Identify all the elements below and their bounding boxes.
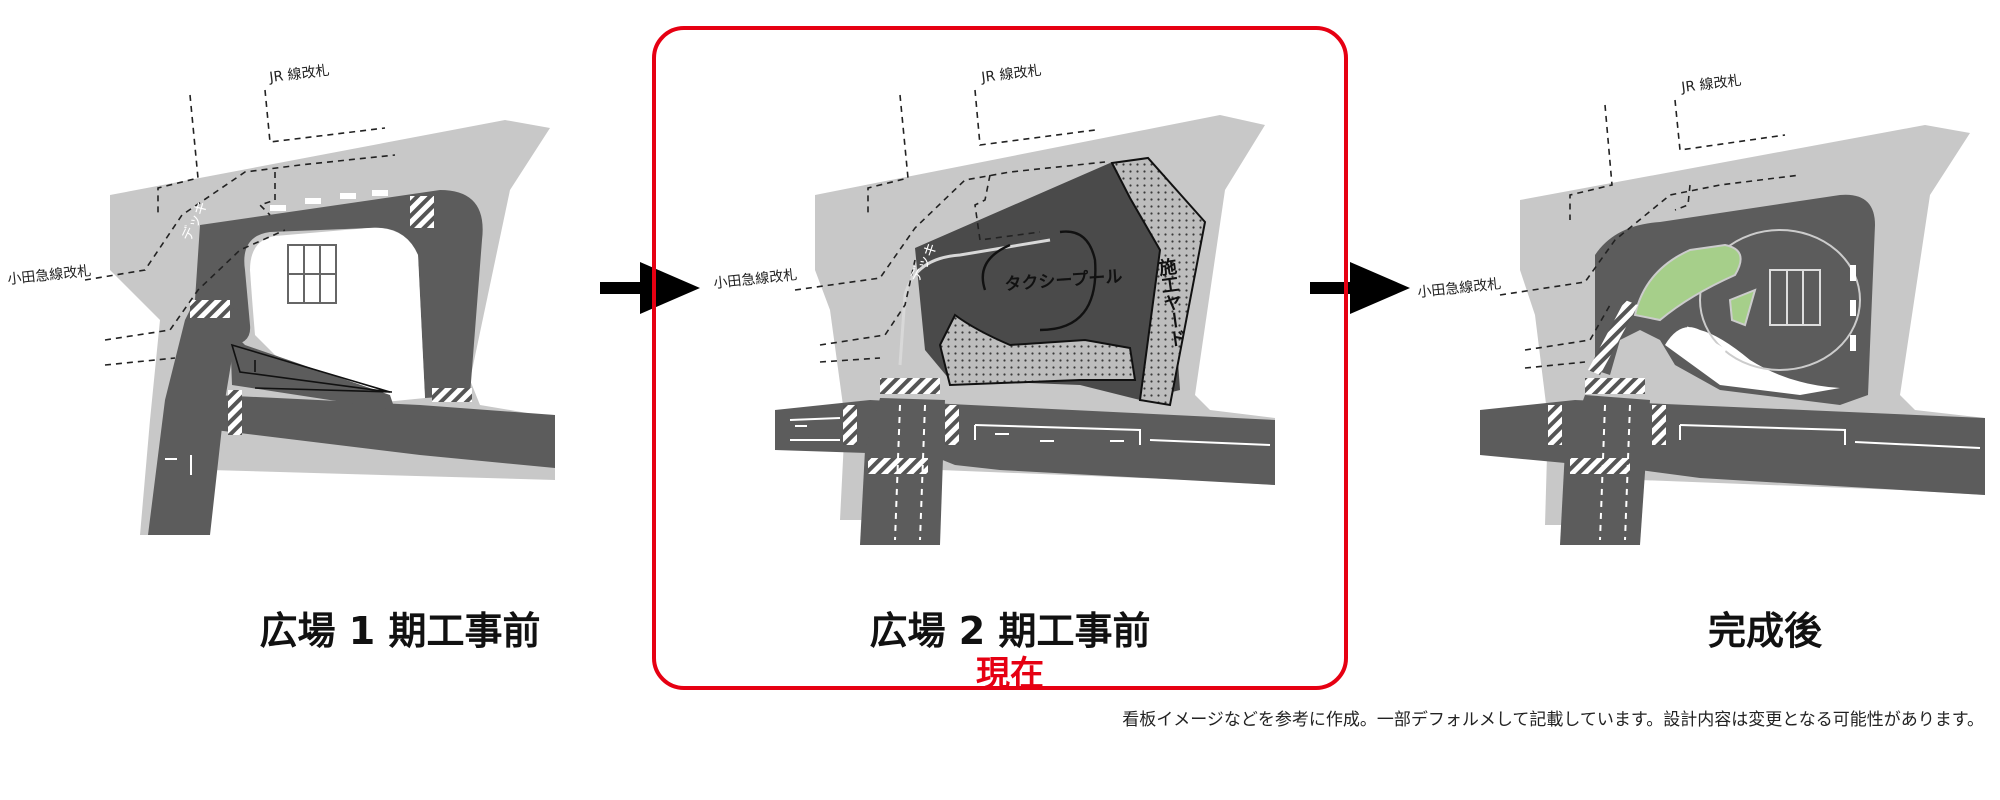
panel-caption-phase1: 広場 1 期工事前: [259, 609, 541, 653]
panel-caption-completed: 完成後: [1707, 609, 1822, 653]
deck-outline: [84, 89, 396, 366]
current-phase-highlight: [652, 26, 1348, 690]
panel-completed: JR 線改札 小田急線改札: [1417, 73, 1985, 545]
ramp: [230, 330, 395, 410]
crosswalks: [1548, 378, 1666, 474]
parking-grid: [1769, 269, 1821, 326]
crosswalks: [843, 378, 959, 474]
crosswalks: [190, 196, 472, 435]
lane-markings: [1599, 404, 1981, 541]
road-vertical: [148, 300, 240, 535]
panel-before-phase1: JR 線改札 小田急線改札 デッキ: [7, 63, 555, 535]
pedestrian-ramp: [1588, 300, 1638, 375]
current-status-label: 現在: [976, 654, 1044, 694]
green-island: [1633, 243, 1742, 322]
kiosk: [258, 256, 287, 298]
ramp-edge: [230, 343, 391, 393]
road-horizontal: [215, 395, 555, 468]
deck-outline: [794, 89, 1106, 363]
roundabout-ring: [1699, 229, 1861, 371]
disclaimer-note: 看板イメージなどを参考に作成。一部デフォルメして記載しています。設計内容は変更と…: [1122, 710, 1984, 730]
green-island-small: [1728, 288, 1757, 327]
lane-line: [254, 360, 393, 393]
odakyu-gate-label: 小田急線改札: [7, 263, 92, 288]
lane-markings: [789, 404, 1271, 541]
lane-arrows: [795, 425, 1124, 442]
pool-road-edge: [898, 238, 1051, 366]
road-markings: [165, 190, 388, 475]
arrow-right-icon: [1310, 262, 1410, 314]
jr-gate-label: JR 線改札: [268, 63, 331, 86]
plaza-island: [1665, 327, 1840, 395]
panel-caption-phase2: 広場 2 期工事前: [869, 609, 1151, 653]
construction-yard: [1110, 156, 1207, 407]
jr-gate-label: JR 線改札: [1680, 73, 1743, 96]
construction-yard-lower: [938, 313, 1137, 387]
odakyu-gate-label: 小田急線改札: [1417, 276, 1502, 301]
bus-loop-road: [195, 190, 483, 398]
parking-grid: [287, 244, 337, 304]
deck-outline: [1499, 99, 1801, 369]
road-markings: [1684, 265, 1856, 355]
jr-gate-label: JR 線改札: [980, 63, 1043, 86]
taxi-lanes: [981, 230, 1097, 332]
